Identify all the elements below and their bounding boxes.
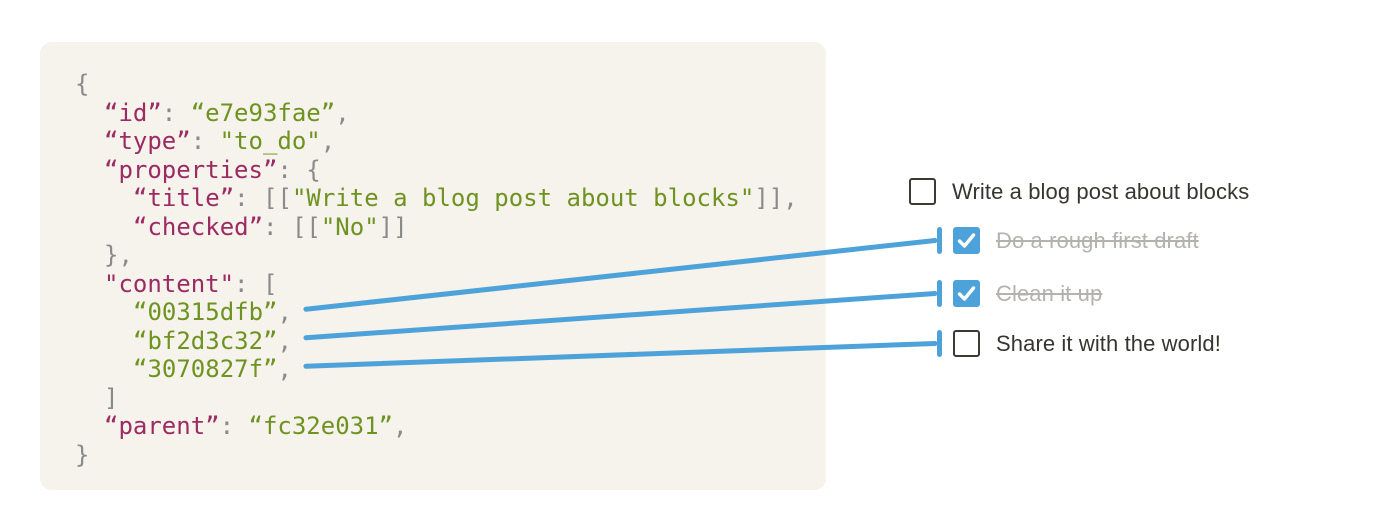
json-code-panel: {“id”: “e7e93fae”,“type”: "to_do",“prope…: [40, 42, 826, 490]
code-punctuation: :: [190, 127, 220, 155]
code-punctuation: ,: [335, 98, 350, 127]
code-line: “parent”: “fc32e031”,: [75, 412, 798, 441]
check-icon: [957, 286, 976, 301]
code-line: {: [75, 70, 798, 99]
code-value: "to_do": [219, 127, 321, 155]
code-line: "content": [: [75, 270, 798, 299]
code-line: “properties”: {: [75, 156, 798, 185]
checkbox-checked-icon[interactable]: [953, 227, 980, 254]
code-value: “00315dfb”: [133, 298, 278, 326]
code-punctuation: ]],: [754, 184, 798, 212]
code-value: "Write a blog post about blocks": [291, 184, 755, 212]
code-key: “type”: [104, 127, 191, 155]
todo-item-label: Write a blog post about blocks: [952, 178, 1250, 204]
code-punctuation: ]]: [378, 212, 408, 241]
code-punctuation: ,: [393, 412, 408, 440]
code-line: “checked”: [["No"]]: [75, 213, 798, 242]
code-punctuation: : {: [277, 155, 321, 184]
code-punctuation: :: [161, 98, 191, 127]
code-value: “e7e93fae”: [190, 98, 336, 127]
connector-endcap: [937, 330, 942, 357]
code-punctuation: : [[: [263, 212, 321, 241]
code-key: “parent”: [104, 412, 220, 440]
code-punctuation: :: [219, 412, 249, 440]
code-key: “checked”: [133, 212, 264, 241]
code-key: "content": [104, 269, 235, 298]
code-key: “id”: [104, 98, 162, 127]
code-line: ]: [75, 384, 798, 413]
json-code-block: {“id”: “e7e93fae”,“type”: "to_do",“prope…: [75, 70, 798, 469]
check-icon: [957, 233, 976, 248]
code-line: }: [75, 441, 798, 470]
code-punctuation: }: [75, 440, 90, 469]
code-line: “id”: “e7e93fae”,: [75, 99, 798, 128]
code-line: },: [75, 241, 798, 270]
connector-endcap: [937, 280, 942, 307]
todo-item: Do a rough first draft: [937, 227, 1199, 254]
code-punctuation: ]: [104, 383, 119, 412]
connector-endcap: [937, 227, 942, 254]
code-line: “title”: [["Write a blog post about bloc…: [75, 184, 798, 213]
code-line: “00315dfb”,: [75, 298, 798, 327]
todo-item-label: Share it with the world!: [996, 330, 1221, 356]
todo-item: Write a blog post about blocks: [909, 178, 1249, 205]
code-line: “bf2d3c32”,: [75, 327, 798, 356]
code-punctuation: ,: [277, 298, 292, 326]
todo-item-label: Clean it up: [996, 280, 1103, 306]
todo-item: Share it with the world!: [937, 330, 1221, 357]
code-punctuation: : [: [234, 269, 278, 298]
checkbox-unchecked-icon[interactable]: [909, 178, 936, 205]
code-punctuation: ,: [320, 127, 336, 155]
code-value: "No": [320, 212, 379, 241]
code-key: “title”: [133, 184, 235, 212]
code-punctuation: },: [104, 241, 133, 269]
todo-item-label: Do a rough first draft: [996, 227, 1199, 253]
checkbox-unchecked-icon[interactable]: [953, 330, 980, 357]
code-punctuation: ,: [277, 326, 292, 355]
code-punctuation: : [[: [234, 184, 292, 212]
code-value: “bf2d3c32”: [133, 326, 278, 355]
code-value: “3070827f”: [133, 355, 278, 383]
code-punctuation: {: [75, 70, 90, 98]
code-line: “type”: "to_do",: [75, 127, 798, 156]
code-punctuation: ,: [277, 355, 292, 383]
checkbox-checked-icon[interactable]: [953, 280, 980, 307]
code-key: “properties”: [104, 155, 278, 184]
code-line: “3070827f”,: [75, 355, 798, 384]
todo-item: Clean it up: [937, 280, 1103, 307]
code-value: “fc32e031”: [248, 412, 394, 440]
